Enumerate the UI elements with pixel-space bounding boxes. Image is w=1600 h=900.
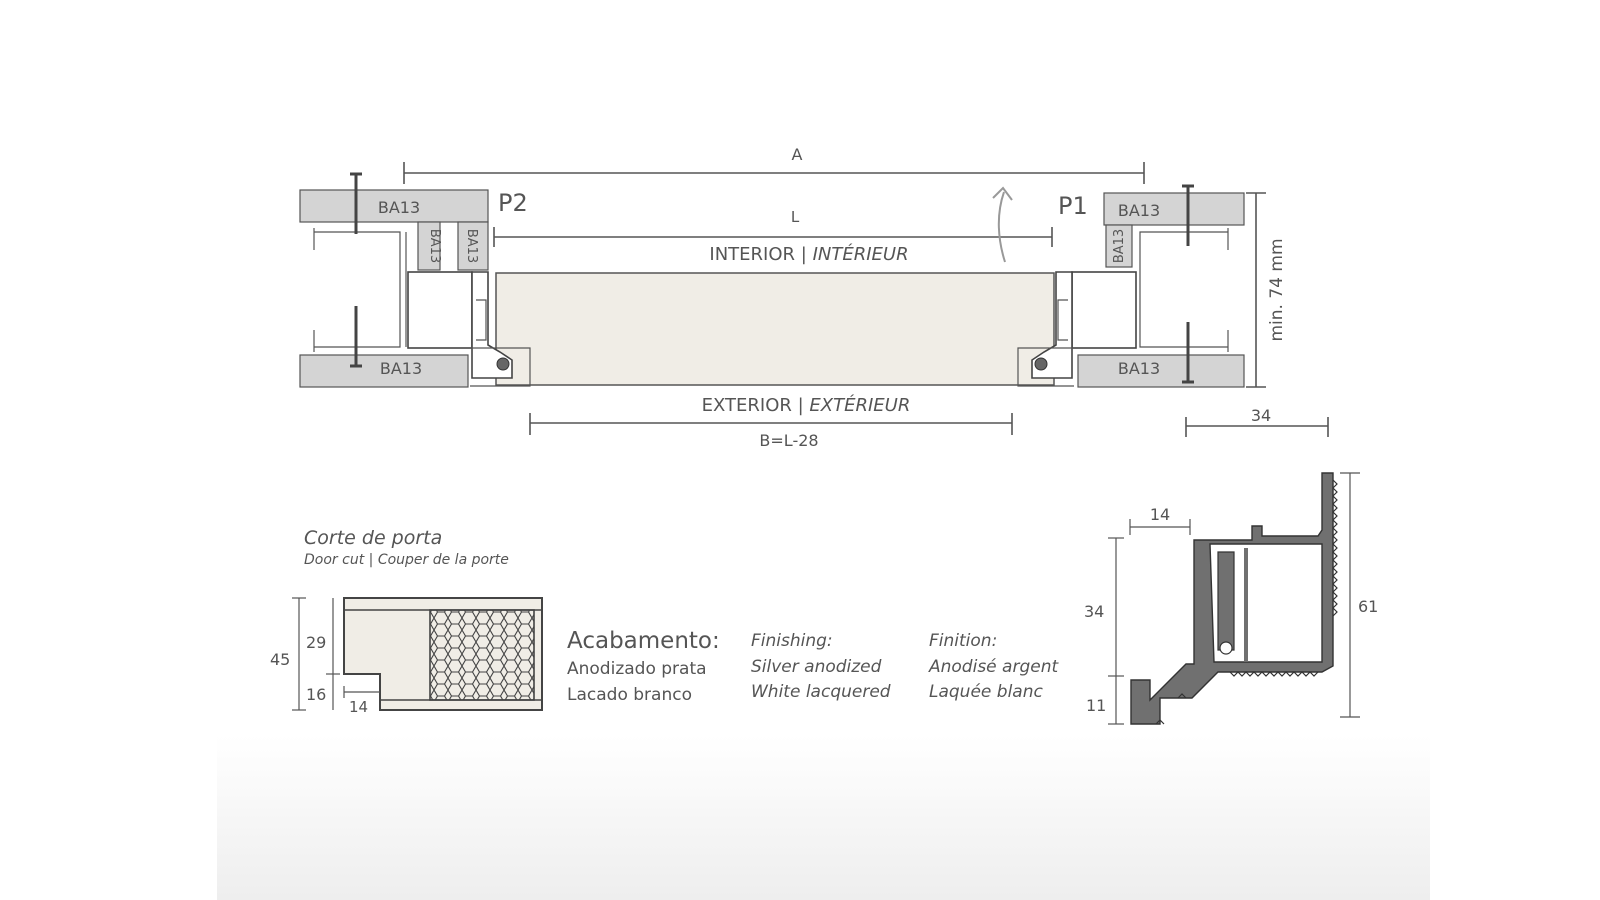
profile-dim-61: 61 — [1358, 597, 1378, 616]
finishing-pt-2: Lacado branco — [567, 685, 692, 705]
board-label-left-top: BA13 — [378, 198, 420, 217]
finishing-en-2: White lacquered — [751, 682, 891, 702]
dimension-b-label: B=L-28 — [759, 431, 818, 450]
p2-label: P2 — [498, 189, 528, 217]
board-label-left-bottom: BA13 — [380, 359, 422, 378]
board-label-right-vertical: BA13 — [1112, 229, 1127, 263]
finishing-fr-1: Anodisé argent — [928, 657, 1059, 677]
finishing-pt-title: Acabamento: — [567, 628, 720, 654]
door-opening-arrow — [997, 191, 1006, 263]
aluminium-profile-section: 14 34 11 61 — [1084, 472, 1378, 725]
board-label-right-bottom: BA13 — [1118, 359, 1160, 378]
board-label-left-vertical-1: BA13 — [427, 229, 442, 263]
right-wall: BA13 BA13 BA13 — [1017, 184, 1245, 388]
dimension-34-label: 34 — [1251, 406, 1271, 425]
profile-dim-11: 11 — [1086, 696, 1106, 715]
exterior-label: EXTERIOR | EXTÉRIEUR — [702, 394, 911, 416]
finishing-fr-title: Finition: — [929, 631, 997, 651]
finishing-en-1: Silver anodized — [751, 657, 882, 677]
door-cut-dim-16: 16 — [306, 685, 326, 704]
door-cut-dim-14: 14 — [349, 698, 368, 716]
board-label-left-vertical-2: BA13 — [464, 229, 479, 263]
p1-label: P1 — [1058, 192, 1088, 220]
dimension-l: L — [493, 208, 1053, 247]
plan-view: A L INTERIOR | INTÉRIEUR BA13 BA13 BA13 … — [299, 145, 1329, 450]
dimension-depth: min. 74 mm — [1246, 192, 1287, 388]
dimension-34: 34 — [1185, 406, 1329, 437]
profile-dim-14: 14 — [1150, 505, 1170, 524]
dimension-l-label: L — [791, 208, 800, 226]
background-fade — [217, 735, 1430, 900]
door-leaf — [495, 272, 1055, 386]
finishing-en-title: Finishing: — [751, 631, 833, 651]
door-cut-subtitle: Door cut | Couper de la porte — [304, 552, 509, 568]
door-cut-dim-45: 45 — [270, 650, 290, 669]
door-cut-dim-29: 29 — [306, 633, 326, 652]
dimension-b: B=L-28 — [529, 413, 1013, 450]
finishing-section: Acabamento: Anodizado prata Lacado branc… — [567, 628, 1059, 705]
door-cut-section: Corte de porta Door cut | Couper de la p… — [270, 527, 543, 716]
honeycomb-core — [429, 609, 535, 701]
finishing-fr-2: Laquée blanc — [929, 682, 1043, 702]
finishing-pt-1: Anodizado prata — [567, 659, 707, 679]
board-label-right-top: BA13 — [1118, 201, 1160, 220]
door-cut-title: Corte de porta — [304, 527, 442, 549]
dimension-a-label: A — [792, 145, 803, 164]
left-wall: BA13 BA13 BA13 BA13 — [299, 172, 531, 388]
dimension-depth-label: min. 74 mm — [1267, 238, 1287, 341]
profile-dim-34: 34 — [1084, 602, 1104, 621]
interior-label: INTERIOR | INTÉRIEUR — [709, 243, 908, 265]
dimension-a: A — [403, 145, 1145, 184]
